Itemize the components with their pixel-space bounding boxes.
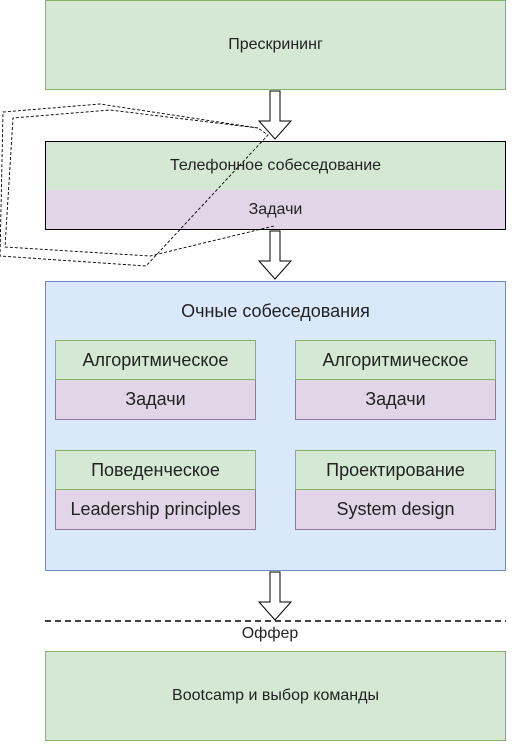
bootcamp-label: Bootcamp и выбор команды <box>172 687 379 704</box>
phone-group-outline <box>45 141 506 230</box>
onsite-card-4-sub-label: System design <box>336 499 455 519</box>
onsite-card-2-sub-label: Задачи <box>365 389 426 409</box>
phone-interview-label: Телефонное собеседование <box>169 157 382 174</box>
onsite-card-1-title-label: Алгоритмическое <box>82 349 229 370</box>
onsite-card-3-title-label: Поведенческое <box>91 459 220 480</box>
phone-tasks-label: Задачи <box>248 200 303 218</box>
onsite-card-4-title-label: Проектирование <box>326 459 465 480</box>
phone-interview-box: Телефонное собеседование <box>45 141 506 190</box>
arrow-down-2 <box>257 230 293 280</box>
offer-label: Оффер <box>220 625 320 643</box>
onsite-card-3-title: Поведенческое <box>55 450 256 490</box>
onsite-card-1-title: Алгоритмическое <box>55 340 256 380</box>
bootcamp-box: Bootcamp и выбор команды <box>45 651 506 741</box>
onsite-title: Очные собеседования <box>181 301 370 321</box>
onsite-card-2-title-label: Алгоритмическое <box>322 349 469 370</box>
arrow-down-3 <box>257 571 293 621</box>
offer-text: Оффер <box>241 625 299 642</box>
onsite-card-1-sub: Задачи <box>55 380 256 420</box>
onsite-card-3-sub-label: Leadership principles <box>70 499 241 519</box>
onsite-card-4-title: Проектирование <box>295 450 496 490</box>
loop-back-arrow <box>0 103 275 267</box>
arrow-down-1 <box>257 90 293 140</box>
onsite-card-4-sub: System design <box>295 490 496 530</box>
phone-tasks-box: Задачи <box>45 190 506 230</box>
prescreening-box: Прескрининг <box>45 0 506 90</box>
onsite-card-3-sub: Leadership principles <box>55 490 256 530</box>
onsite-card-2-sub: Задачи <box>295 380 496 420</box>
prescreening-label: Прескрининг <box>228 36 323 53</box>
onsite-card-1-sub-label: Задачи <box>125 389 186 409</box>
onsite-card-2-title: Алгоритмическое <box>295 340 496 380</box>
